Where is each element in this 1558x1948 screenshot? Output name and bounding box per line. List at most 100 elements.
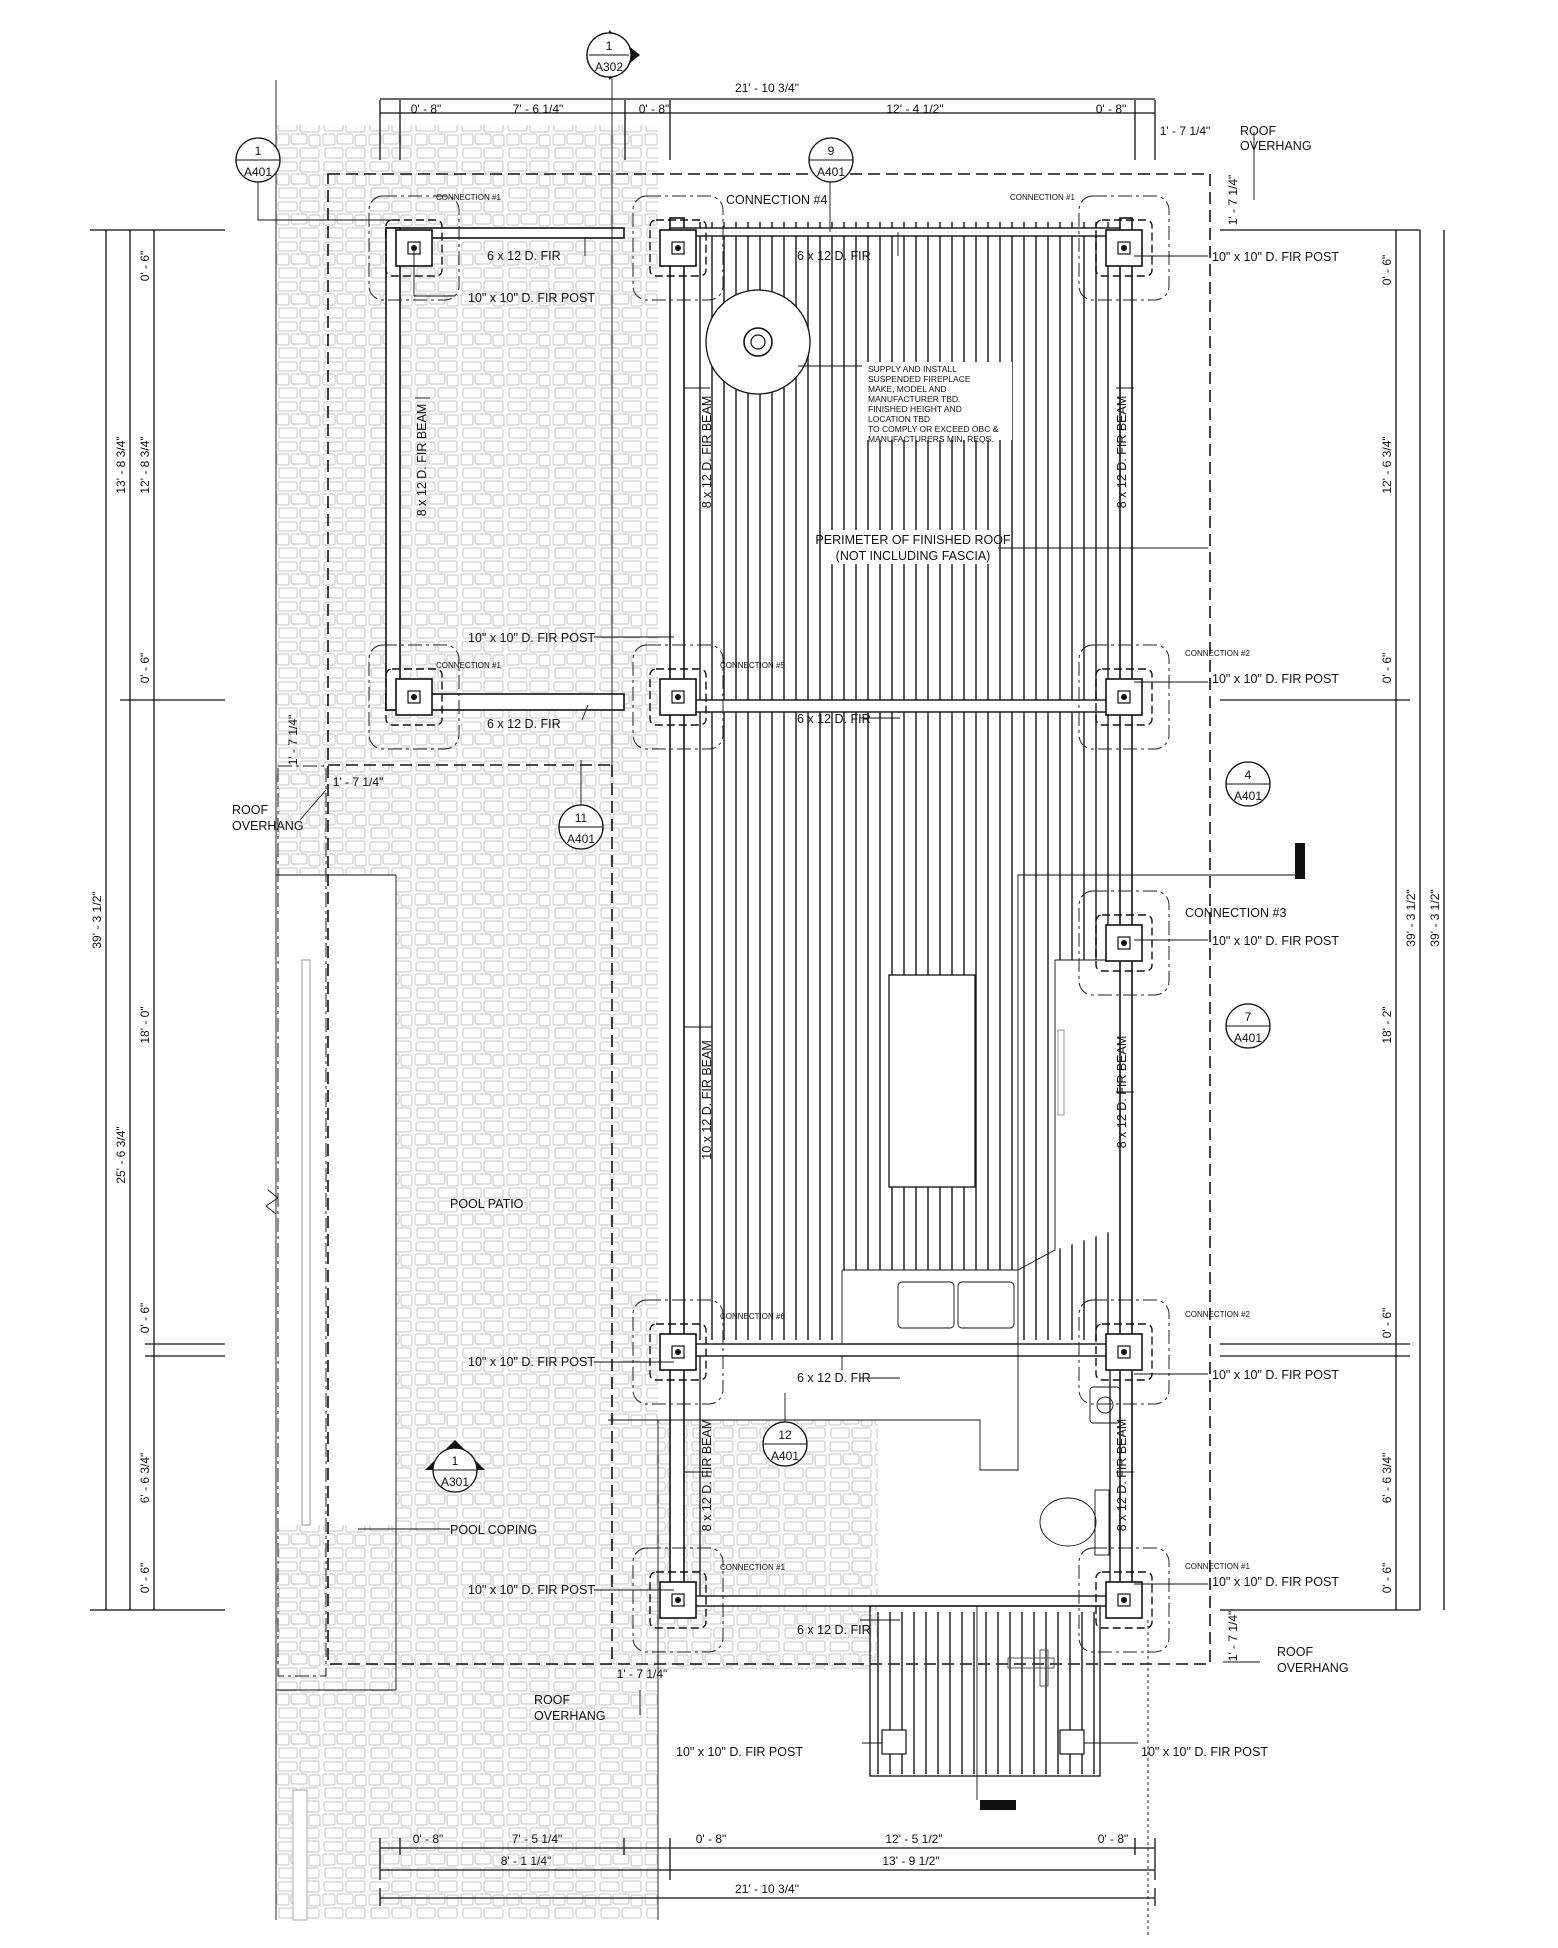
posts	[368, 195, 1170, 1653]
svg-text:1: 1	[606, 39, 613, 53]
svg-text:7' - 6 1/4": 7' - 6 1/4"	[513, 102, 564, 116]
svg-text:TO COMPLY OR EXCEED OBC &: TO COMPLY OR EXCEED OBC &	[868, 424, 999, 434]
svg-text:10" x 10" D. FIR POST: 10" x 10" D. FIR POST	[1212, 672, 1339, 686]
section-callout-a302: 1 A302	[586, 30, 640, 80]
svg-text:A401: A401	[771, 1449, 799, 1463]
svg-text:1' - 7 1/4": 1' - 7 1/4"	[333, 775, 384, 789]
roof-perimeter	[327, 173, 1211, 1665]
svg-text:6 x 12 D. FIR: 6 x 12 D. FIR	[797, 249, 871, 263]
svg-text:6' - 6 3/4": 6' - 6 3/4"	[1380, 1453, 1394, 1504]
svg-text:CONNECTION #1: CONNECTION #1	[720, 1563, 785, 1572]
fir-post	[632, 1547, 724, 1653]
svg-text:MANUFACTURER TBD.: MANUFACTURER TBD.	[868, 394, 960, 404]
svg-text:1' - 7 1/4": 1' - 7 1/4"	[1226, 1611, 1240, 1662]
svg-text:6 x 12 D. FIR: 6 x 12 D. FIR	[487, 717, 561, 731]
fir-post	[368, 195, 460, 301]
svg-text:A401: A401	[1234, 789, 1262, 803]
detail-callout-7-a401: 7 A401	[1225, 1003, 1271, 1049]
svg-text:7' - 5 1/4": 7' - 5 1/4"	[512, 1832, 563, 1846]
svg-text:LOCATION TBD: LOCATION TBD	[868, 414, 930, 424]
svg-text:SUSPENDED FIREPLACE: SUSPENDED FIREPLACE	[868, 374, 971, 384]
svg-text:A401: A401	[567, 832, 595, 846]
step-deck	[869, 1605, 1101, 1777]
leader-lines	[257, 132, 1260, 1744]
svg-text:12' - 6 3/4": 12' - 6 3/4"	[1380, 436, 1394, 493]
framing	[385, 217, 1133, 1609]
svg-text:18' - 2": 18' - 2"	[1380, 1006, 1394, 1043]
svg-text:39' - 3 1/2": 39' - 3 1/2"	[1404, 889, 1418, 946]
joist-6x12-top	[669, 227, 1131, 237]
sink-right-icon	[957, 1281, 1015, 1329]
svg-text:8 x 12 D. FIR BEAM: 8 x 12 D. FIR BEAM	[700, 1419, 714, 1532]
section-mark-bottom	[980, 1800, 1016, 1810]
svg-text:MANUFACTURERS MIN. REQS.: MANUFACTURERS MIN. REQS.	[868, 434, 994, 444]
fir-post	[368, 644, 460, 750]
svg-text:10" x 10" D. FIR POST: 10" x 10" D. FIR POST	[468, 631, 595, 645]
svg-text:10 x 12 D. FIR BEAM: 10 x 12 D. FIR BEAM	[700, 1040, 714, 1159]
svg-text:10" x 10" D. FIR POST: 10" x 10" D. FIR POST	[1212, 250, 1339, 264]
svg-text:A401: A401	[244, 165, 272, 179]
svg-text:4: 4	[1245, 768, 1252, 782]
fir-post	[632, 195, 724, 301]
svg-text:39' - 3 1/2": 39' - 3 1/2"	[90, 891, 104, 948]
svg-text:0' - 6": 0' - 6"	[1380, 255, 1394, 286]
svg-text:0' - 8": 0' - 8"	[696, 1832, 727, 1846]
svg-text:SUPPLY AND INSTALL: SUPPLY AND INSTALL	[868, 364, 957, 374]
svg-text:13' - 8 3/4": 13' - 8 3/4"	[114, 436, 128, 493]
detail-callout-9-a401: 9 A401	[808, 137, 854, 183]
detail-callout-4-a401: 4 A401	[1225, 761, 1271, 807]
svg-text:FINISHED HEIGHT AND: FINISHED HEIGHT AND	[868, 404, 962, 414]
svg-text:1' - 7 1/4": 1' - 7 1/4"	[286, 715, 300, 766]
section-callout-a301: 1 A301	[425, 1440, 485, 1493]
svg-text:8 x 12 D. FIR BEAM: 8 x 12 D. FIR BEAM	[1115, 1036, 1129, 1149]
svg-text:12: 12	[778, 1428, 792, 1442]
detail-callout-1-a401: 1 A401	[235, 137, 281, 183]
svg-text:POOL PATIO: POOL PATIO	[450, 1197, 524, 1211]
svg-text:8 x 12 D. FIR BEAM: 8 x 12 D. FIR BEAM	[1115, 1419, 1129, 1532]
fir-post	[1078, 890, 1170, 996]
section-mark-right	[1295, 843, 1305, 879]
svg-text:10" x 10" D. FIR POST: 10" x 10" D. FIR POST	[676, 1745, 803, 1759]
svg-text:A401: A401	[1234, 1031, 1262, 1045]
svg-text:0' - 6": 0' - 6"	[138, 653, 152, 684]
fir-post	[1078, 1299, 1170, 1405]
washroom-fixtures	[1039, 1386, 1121, 1556]
joist-6x12-low	[669, 1343, 1131, 1357]
svg-text:10" x 10" D. FIR POST: 10" x 10" D. FIR POST	[468, 1583, 595, 1597]
svg-text:OVERHANG: OVERHANG	[1277, 1661, 1349, 1675]
svg-text:18' - 0": 18' - 0"	[138, 1006, 152, 1043]
svg-text:CONNECTION #1: CONNECTION #1	[1185, 1562, 1250, 1571]
dimension-lines	[90, 98, 1445, 1906]
pool-patio-area	[265, 80, 878, 1921]
svg-text:1' - 7 1/4": 1' - 7 1/4"	[1160, 124, 1211, 138]
svg-text:0' - 8": 0' - 8"	[639, 102, 670, 116]
svg-text:13' - 9 1/2": 13' - 9 1/2"	[882, 1854, 939, 1868]
svg-text:39' - 3 1/2": 39' - 3 1/2"	[1428, 889, 1442, 946]
svg-text:(NOT INCLUDING FASCIA): (NOT INCLUDING FASCIA)	[836, 549, 991, 563]
svg-text:25' - 6 3/4": 25' - 6 3/4"	[114, 1126, 128, 1183]
svg-text:0' - 6": 0' - 6"	[138, 1303, 152, 1334]
svg-text:8' - 1 1/4": 8' - 1 1/4"	[501, 1854, 552, 1868]
svg-text:ROOF: ROOF	[232, 803, 268, 817]
svg-text:ROOF: ROOF	[1277, 1645, 1313, 1659]
svg-text:POOL COPING: POOL COPING	[450, 1523, 537, 1537]
svg-text:A302: A302	[595, 60, 623, 74]
svg-text:0' - 6": 0' - 6"	[1380, 1308, 1394, 1339]
svg-text:8 x 12 D. FIR BEAM: 8 x 12 D. FIR BEAM	[1115, 396, 1129, 509]
svg-text:0' - 6": 0' - 6"	[1380, 653, 1394, 684]
svg-text:10" x 10" D. FIR POST: 10" x 10" D. FIR POST	[1212, 1368, 1339, 1382]
svg-text:6 x 12 D. FIR: 6 x 12 D. FIR	[797, 1371, 871, 1385]
svg-text:MAKE, MODEL AND: MAKE, MODEL AND	[868, 384, 947, 394]
svg-text:1' - 7 1/4": 1' - 7 1/4"	[1226, 175, 1240, 226]
svg-text:CONNECTION #6: CONNECTION #6	[720, 1312, 785, 1321]
svg-text:CONNECTION #1: CONNECTION #1	[1010, 193, 1075, 202]
svg-text:1' - 7 1/4": 1' - 7 1/4"	[617, 1667, 668, 1681]
svg-text:CONNECTION #5: CONNECTION #5	[720, 661, 785, 670]
fireplace-icon	[705, 289, 811, 395]
svg-text:PERIMETER OF FINISHED ROOF: PERIMETER OF FINISHED ROOF	[815, 533, 1011, 547]
svg-text:CONNECTION #1: CONNECTION #1	[436, 661, 501, 670]
svg-text:0' - 8": 0' - 8"	[413, 1832, 444, 1846]
svg-text:10" x 10" D. FIR POST: 10" x 10" D. FIR POST	[1141, 1745, 1268, 1759]
svg-text:11: 11	[575, 811, 588, 825]
